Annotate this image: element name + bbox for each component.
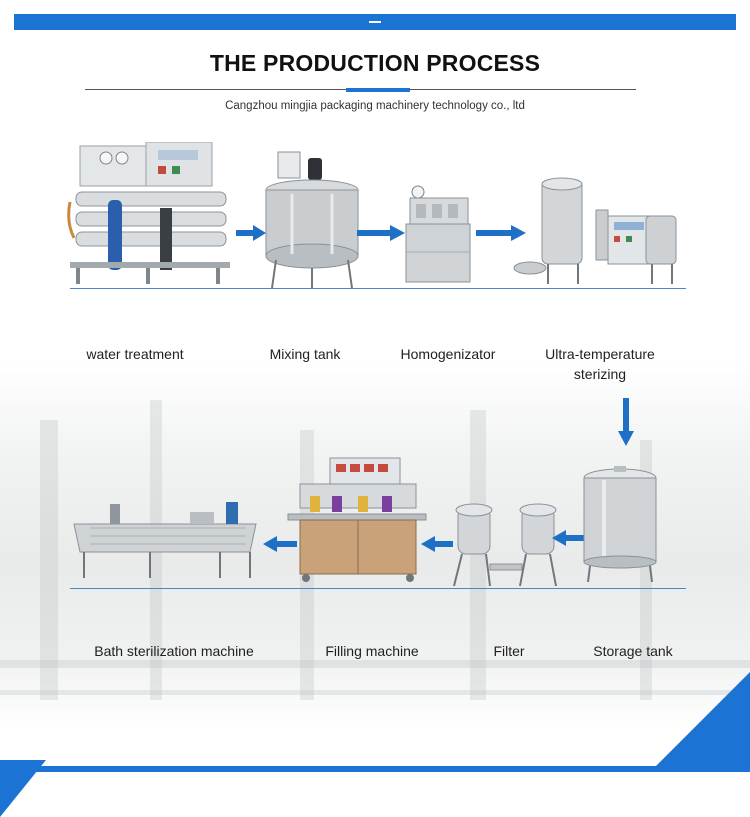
step-label-water-treatment: water treatment	[86, 346, 184, 362]
top-banner-bar	[14, 14, 736, 30]
filter-image	[448, 498, 562, 590]
homogenizator-image	[404, 182, 472, 286]
corner-triangle-right	[656, 672, 750, 766]
arrow-left-icon	[263, 536, 297, 552]
step-label-bath-sterilization: Bath sterilization machine	[94, 643, 254, 659]
arrow-right-icon	[236, 225, 266, 241]
bath-sterilization-machine-image	[70, 500, 266, 582]
title-accent-bar	[346, 88, 410, 92]
arrow-right-icon	[476, 225, 526, 241]
banner-notch	[369, 21, 381, 23]
step-label-uht-sterizing: Ultra-temperature sterizing	[545, 346, 655, 382]
water-treatment-machine-image	[66, 141, 236, 288]
company-subtitle: Cangzhou mingjia packaging machinery tec…	[225, 100, 525, 112]
filling-machine-image	[286, 456, 428, 584]
arrow-right-icon	[357, 225, 405, 241]
page-title: THE PRODUCTION PROCESS	[209, 50, 541, 76]
bottom-band	[0, 766, 750, 772]
arrow-left-icon	[552, 530, 584, 546]
arrow-left-icon	[421, 536, 453, 552]
mixing-tank-image	[262, 150, 362, 290]
step-label-filling-machine: Filling machine	[325, 643, 419, 659]
step-label-storage-tank: Storage tank	[593, 643, 673, 659]
row2-baseline	[70, 588, 686, 589]
corner-triangle-left	[0, 760, 46, 817]
arrow-down-icon	[618, 398, 634, 446]
uht-sterilizer-image	[512, 176, 680, 286]
row1-baseline	[70, 288, 686, 289]
storage-tank-image	[582, 466, 658, 584]
step-label-filter: Filter	[493, 643, 525, 659]
step-label-homogenizator: Homogenizator	[400, 346, 496, 362]
step-label-mixing-tank: Mixing tank	[269, 346, 341, 362]
